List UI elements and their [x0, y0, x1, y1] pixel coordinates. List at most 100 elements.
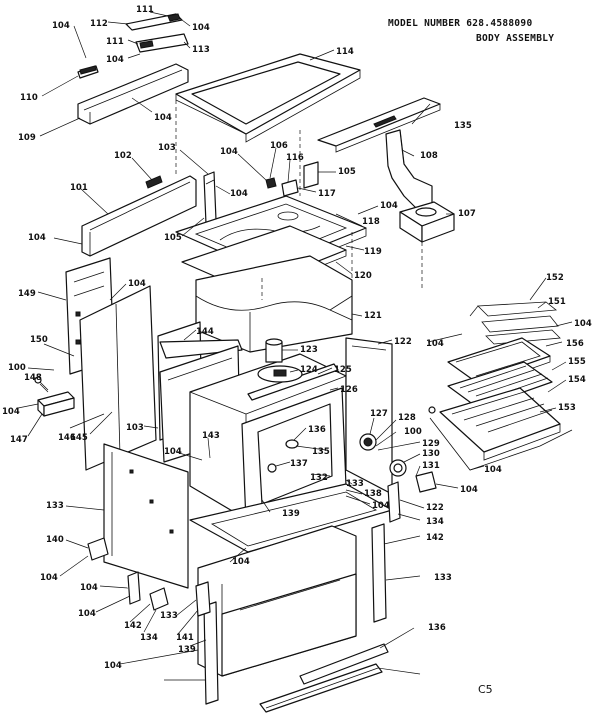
callout-79: 133 — [434, 573, 452, 583]
callout-16: 116 — [286, 153, 304, 163]
cylinder-123 — [265, 338, 283, 363]
callout-75: 142 — [426, 533, 444, 543]
callout-29: 149 — [18, 289, 36, 299]
callout-44: 125 — [334, 365, 352, 375]
callout-39: 104 — [426, 339, 444, 349]
oven-rack-155 — [447, 361, 553, 409]
callout-5: 113 — [192, 45, 210, 55]
callout-86: 139 — [178, 645, 196, 655]
callout-84: 134 — [140, 633, 158, 643]
callout-30: 104 — [128, 279, 146, 289]
callout-62: 135 — [312, 447, 330, 457]
assembly-title: BODY ASSEMBLY — [476, 33, 554, 44]
callout-15: 106 — [270, 141, 288, 151]
callout-88: 136 — [428, 623, 446, 633]
callout-27: 119 — [364, 247, 382, 257]
broil-element-152 — [469, 301, 561, 345]
callout-40: 100 — [8, 363, 26, 373]
callout-64: 137 — [290, 459, 308, 469]
bracket-105-right — [303, 161, 319, 189]
callout-54: 129 — [422, 439, 440, 449]
callout-57: 103 — [126, 423, 144, 433]
rear-panel-109 — [77, 63, 189, 125]
oven-liner-121 — [195, 255, 353, 353]
callout-22: 118 — [362, 217, 380, 227]
leader-lines — [17, 11, 573, 681]
callout-14: 104 — [220, 147, 238, 157]
callout-3: 104 — [192, 23, 210, 33]
callout-82: 142 — [124, 621, 142, 631]
callout-73: 133 — [46, 501, 64, 511]
callout-18: 108 — [420, 151, 438, 161]
callout-23: 104 — [380, 201, 398, 211]
hinge-bracket-112 — [125, 13, 183, 31]
callout-50: 127 — [370, 409, 388, 419]
callout-63: 131 — [422, 461, 440, 471]
callout-labels: 104 111 112 104 111 113 110 104 104 109 … — [2, 5, 592, 671]
callout-42: 156 — [566, 339, 584, 349]
callout-68: 133 — [346, 479, 364, 489]
callout-21: 117 — [318, 189, 336, 199]
callout-36: 122 — [394, 337, 412, 347]
callout-1: 111 — [136, 5, 154, 15]
top-trim-126 — [247, 363, 339, 401]
callout-85: 141 — [176, 633, 194, 643]
callout-69: 138 — [364, 489, 382, 499]
callout-38: 123 — [300, 345, 318, 355]
callout-19: 101 — [70, 183, 88, 193]
callout-20: 104 — [230, 189, 248, 199]
clip-116 — [281, 179, 299, 197]
callout-24: 107 — [458, 209, 476, 219]
cabinet-base-139 — [197, 525, 357, 677]
callout-60: 104 — [164, 447, 182, 457]
callout-9: 109 — [18, 133, 36, 143]
callout-34: 121 — [364, 311, 382, 321]
callout-65: 104 — [484, 465, 502, 475]
callout-13: 103 — [158, 143, 176, 153]
oven-rack-154 — [439, 387, 561, 461]
callout-8: 104 — [154, 113, 172, 123]
bracket-110 — [77, 65, 99, 79]
bracket-133-c — [387, 481, 401, 523]
callout-78: 104 — [40, 573, 58, 583]
callout-4: 111 — [106, 37, 124, 47]
page-code: C5 — [478, 683, 493, 696]
block-147 — [37, 391, 75, 417]
callout-11: 135 — [454, 121, 472, 131]
screw-148 — [34, 376, 49, 391]
callout-53: 100 — [404, 427, 422, 437]
callout-71: 104 — [372, 501, 390, 511]
side-panel-122-right — [345, 337, 393, 495]
callout-56: 145 — [70, 433, 88, 443]
top-panel-114 — [175, 53, 361, 143]
clip-106 — [265, 177, 277, 189]
clip-142-lower — [149, 587, 169, 611]
vent-duct-108 — [385, 129, 433, 213]
callout-17: 105 — [338, 167, 356, 177]
callout-28: 120 — [354, 271, 372, 281]
callout-48: 104 — [2, 407, 20, 417]
callout-26: 105 — [164, 233, 182, 243]
callout-46: 126 — [340, 385, 358, 395]
side-panel-122-left — [103, 443, 189, 589]
rack-frame-153 — [428, 406, 573, 471]
callout-61: 143 — [202, 431, 220, 441]
callout-7: 104 — [106, 55, 124, 65]
callout-47: 154 — [568, 375, 586, 385]
knob-131 — [415, 471, 437, 493]
rail-134-left — [203, 601, 219, 705]
callout-35: 144 — [196, 327, 214, 337]
callout-33: 104 — [574, 319, 592, 329]
front-top-bracket-101 — [81, 175, 197, 257]
callout-37: 150 — [30, 335, 48, 345]
bracket-133-a — [127, 571, 141, 605]
bracket-103 — [203, 171, 217, 225]
callout-45: 155 — [568, 357, 586, 367]
callout-59: 130 — [422, 449, 440, 459]
callout-52: 128 — [398, 413, 416, 423]
callout-77: 104 — [232, 557, 250, 567]
rail-134-right — [371, 523, 387, 623]
callout-67: 104 — [460, 485, 478, 495]
callout-32: 151 — [548, 297, 566, 307]
bottom-trim-139 — [299, 643, 389, 685]
